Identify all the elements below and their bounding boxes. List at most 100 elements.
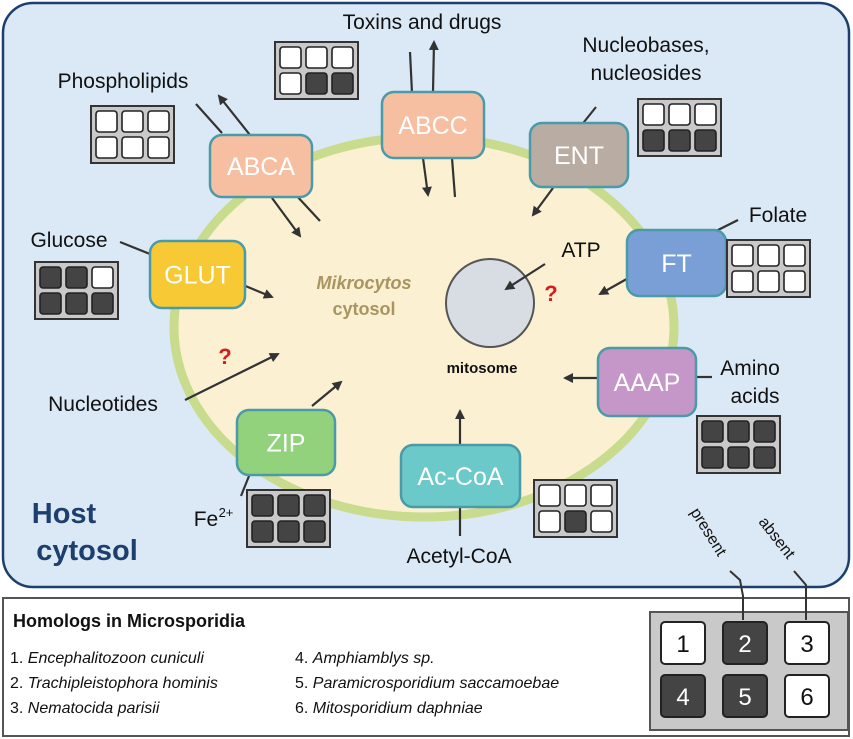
substrate-label: Acetyl-CoA [406,545,511,568]
substrate-label: acids [730,385,779,408]
question-mark-nucleotides: ? [218,344,231,369]
homolog-absent [147,136,170,159]
svg-text:4: 4 [676,684,689,711]
substrate-label: Glucose [30,229,107,252]
homolog-absent [783,270,806,293]
legend-species-item: 5. Paramicrosporidium saccamoebae [295,675,559,692]
homolog-absent [147,110,170,133]
transporter-name: ABCA [227,153,295,181]
homolog-absent [121,110,144,133]
homolog-absent [564,484,587,507]
homolog-present [668,129,691,152]
key-cell-2: 2 [722,621,768,665]
substrate-label: Amino [720,357,780,380]
homolog-grid [246,489,331,548]
homolog-present [39,292,62,315]
homolog-present [642,129,665,152]
homolog-present [91,292,114,315]
substrate-label: Nucleobases, [582,34,709,57]
homolog-present [277,520,300,543]
transporter-ent: ENT Nucleobases, nucleosides [528,34,722,189]
transporter-box [148,239,247,310]
legend-species-item: 3. Nematocida parisii [10,700,160,717]
transporter-abca: ABCA Phospholipids [58,70,314,199]
transporter-name: Ac-CoA [417,463,503,491]
svg-text:2: 2 [738,631,751,658]
substrate-label: Fe [194,508,219,531]
transporter-box [235,408,337,477]
homolog-grid [90,105,175,164]
homolog-present [727,446,750,469]
transporter-acoa: Ac-CoA Acetyl-CoA [399,443,618,568]
key-cell-4: 4 [660,674,706,718]
homolog-absent [331,46,354,69]
homolog-present [694,129,717,152]
homolog-grid [34,261,119,320]
cytosol-label-species: Mikrocytos [316,273,411,293]
homolog-absent [95,136,118,159]
transporter-box [399,443,522,509]
legend-species-item: 6. Mitosporidium daphniae [295,700,483,717]
nucleotides-label: Nucleotides [48,393,158,416]
transporter-name: AAAP [614,369,681,397]
homolog-absent [590,484,613,507]
homolog-absent [590,510,613,533]
homolog-absent [694,103,717,126]
svg-text:3: 3 [800,631,813,658]
substrate-label: Folate [749,204,807,227]
homolog-absent [95,110,118,133]
homolog-present [701,446,724,469]
key-cell-3: 3 [784,621,830,665]
svg-text:6: 6 [800,684,813,711]
transporter-name: FT [661,250,692,278]
transporter-name: ABCC [398,112,467,140]
substrate-label: Toxins and drugs [343,11,502,34]
homolog-absent [538,510,561,533]
homolog-present [303,494,326,517]
substrate-label: nucleosides [591,62,702,85]
transporter-box [528,121,630,189]
legend-key-cells: 1 2 3 4 5 6 [660,621,830,718]
homolog-grid [533,479,618,538]
homolog-absent [783,244,806,267]
homolog-absent [757,244,780,267]
homolog-present [39,266,62,289]
homolog-grid [726,239,811,298]
homolog-present [564,510,587,533]
homolog-present [277,494,300,517]
key-cell-5: 5 [722,674,768,718]
homolog-present [753,446,776,469]
mitosome [445,258,535,348]
atp-label: ATP [561,239,600,262]
key-leader-lines [729,570,807,620]
homolog-absent [731,244,754,267]
substrate-label: Phospholipids [58,70,189,93]
key-cell-1: 1 [660,621,706,665]
homolog-present [727,420,750,443]
homolog-absent [731,270,754,293]
homolog-absent [121,136,144,159]
homolog-present [305,72,328,95]
homolog-absent [757,270,780,293]
homolog-absent [279,72,302,95]
homolog-present [251,494,274,517]
mitosome-label: mitosome [447,360,518,377]
legend-title: Homologs in Microsporidia [13,611,246,631]
homolog-present [251,520,274,543]
homolog-absent [538,484,561,507]
question-mark-atp: ? [544,281,557,306]
transporter-ft: FT Folate [625,204,811,298]
transporter-box [208,133,314,199]
svg-text:1: 1 [676,631,689,658]
homolog-absent [642,103,665,126]
homolog-present [303,520,326,543]
homolog-present [331,72,354,95]
homolog-absent [305,46,328,69]
transporter-name: ENT [554,142,604,170]
homolog-present [65,292,88,315]
host-label-line1: Host [32,498,97,530]
legend-species-item: 2. Trachipleistophora hominis [10,675,218,692]
